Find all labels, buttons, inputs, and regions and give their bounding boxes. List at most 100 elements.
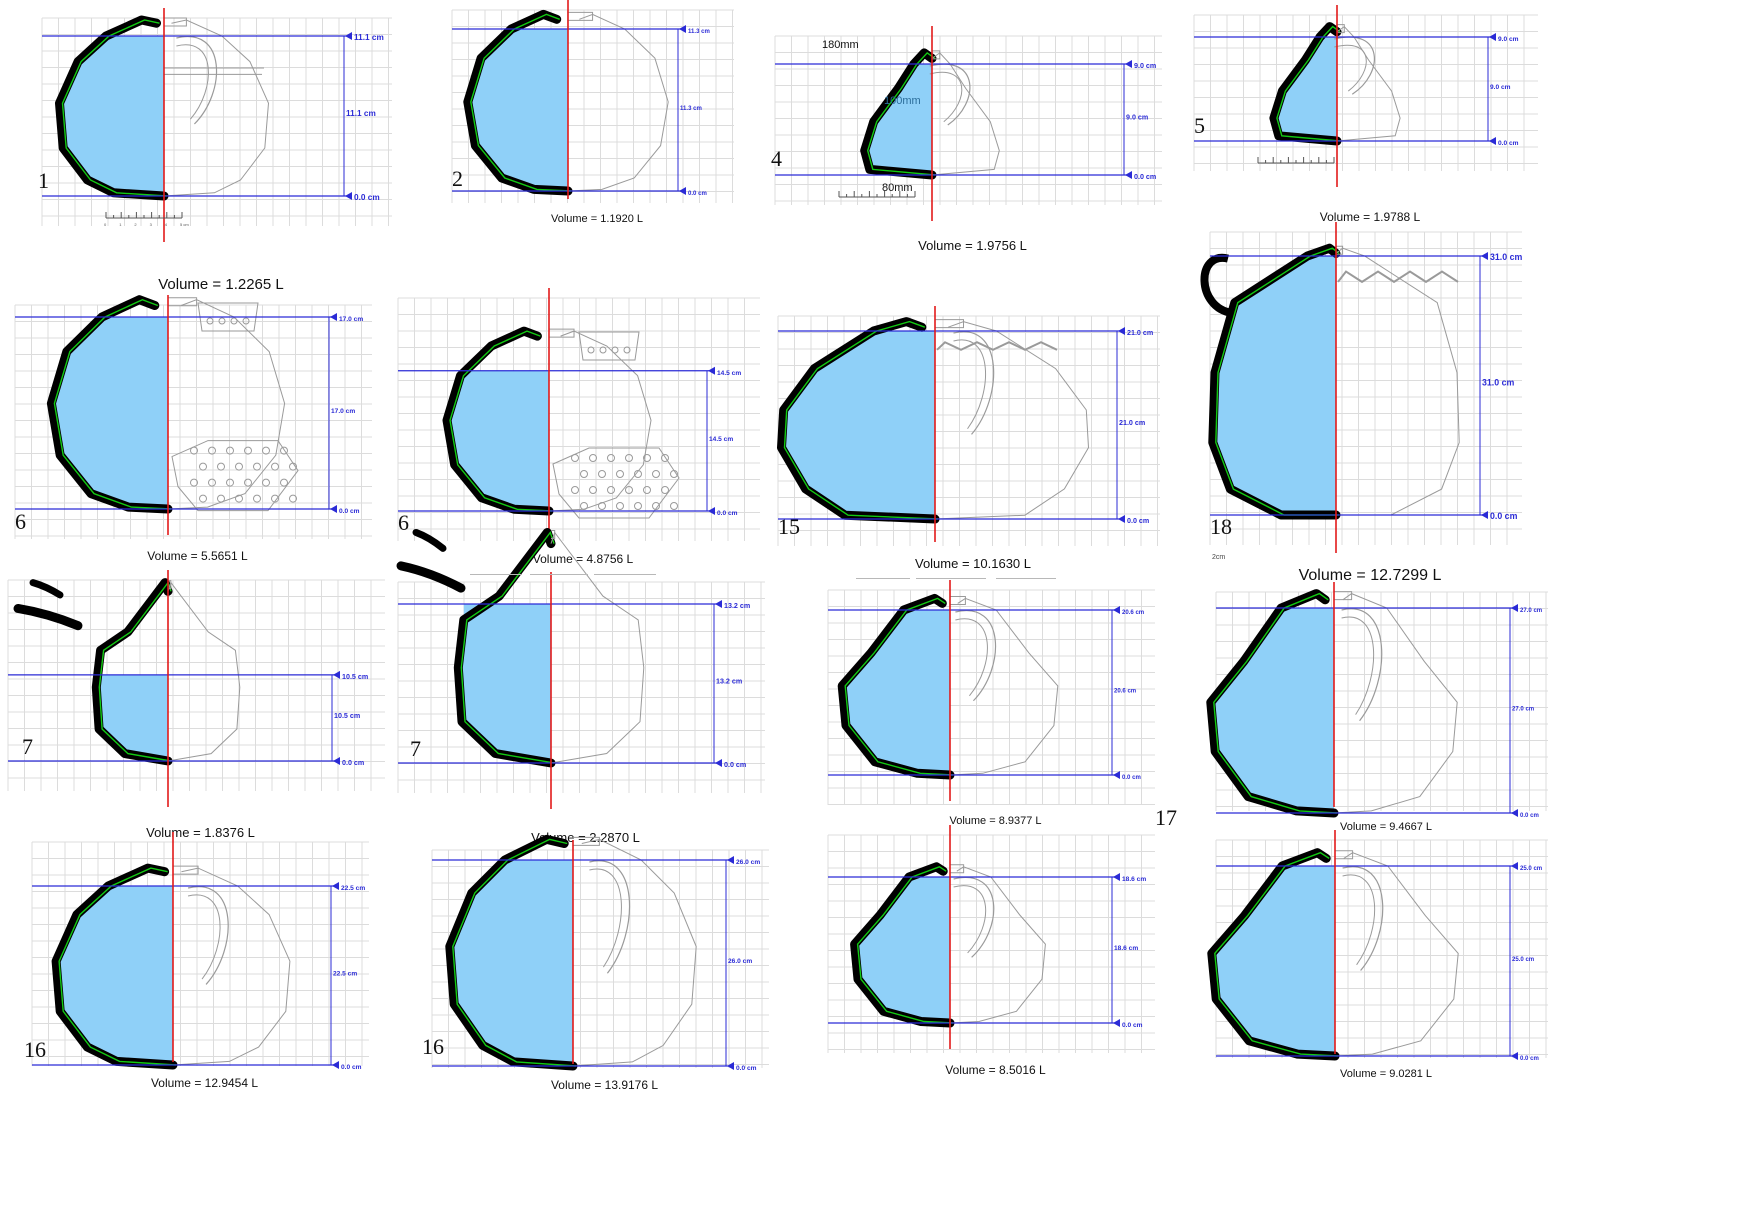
vessel-wall <box>46 295 173 514</box>
height-label-bottom: 0.0 cm <box>1498 140 1519 147</box>
height-label-top: 21.0 cm <box>1127 329 1153 337</box>
pierced-hole <box>226 446 234 455</box>
volume-caption: Volume = 4.8756 L <box>532 552 634 566</box>
handle-sketch-inner <box>955 618 988 697</box>
marker-bottom <box>679 187 686 195</box>
panel-number: 4 <box>771 146 782 171</box>
pierced-hole <box>271 462 279 471</box>
marker-bottom <box>1481 511 1488 519</box>
height-label-bottom: 0.0 cm <box>1520 813 1539 819</box>
vessel-outline-right <box>550 531 645 764</box>
vessel-wall <box>55 15 169 201</box>
grid <box>774 35 1162 205</box>
pierced-hole <box>226 478 234 487</box>
volume-fill <box>56 886 173 1065</box>
marker-top <box>330 313 337 321</box>
vessel-wall <box>1269 22 1342 146</box>
rim-sketch <box>935 319 965 329</box>
pierced-hole <box>244 446 252 455</box>
volume-caption: Volume = 8.5016 L <box>945 1063 1046 1077</box>
vessel-outline <box>449 330 553 512</box>
vessel-outline-right <box>172 867 291 1066</box>
marker-top <box>715 600 722 608</box>
vessel-wall <box>1206 589 1339 818</box>
pierced-hole <box>244 478 252 487</box>
panel-number: 6 <box>15 509 26 534</box>
pierced-hole <box>289 494 297 503</box>
vessel-wall <box>850 862 955 1028</box>
pierced-hole <box>634 502 642 510</box>
rim-sketch <box>168 297 198 307</box>
marker-top <box>332 882 339 890</box>
height-label-mid: 11.3 cm <box>680 106 702 112</box>
vessel-wall <box>777 317 940 524</box>
panel-number: 15 <box>778 514 800 539</box>
pierced-hole <box>289 462 297 471</box>
marker-top <box>1113 606 1120 614</box>
panel-number: 18 <box>1210 514 1232 539</box>
marker-top <box>345 32 352 40</box>
height-label-top: 14.5 cm <box>717 370 741 377</box>
rim-guide-line <box>470 574 522 575</box>
pierced-hole <box>652 502 660 510</box>
rim-guide-line <box>530 574 588 575</box>
handle-sketch-inner <box>1341 616 1375 715</box>
pierced-hole <box>217 462 225 471</box>
pierced-hole <box>190 446 198 455</box>
volume-fill <box>1212 256 1336 515</box>
scale-bar <box>838 191 916 198</box>
pierced-hole <box>598 502 606 510</box>
pierced-hole <box>589 486 597 494</box>
height-label-bottom: 0.0 cm <box>1134 173 1156 181</box>
handle-sketch <box>1342 866 1384 971</box>
handle-sketch <box>1341 608 1383 722</box>
scale-tick-label: 5 cm <box>180 222 189 227</box>
height-label-bottom: 0.0 cm <box>1127 517 1149 525</box>
spout-lip <box>412 528 447 552</box>
marker-top <box>1511 604 1518 612</box>
handle-sketch <box>955 609 997 702</box>
height-label-bottom: 0.0 cm <box>724 761 746 769</box>
pierced-hole <box>611 346 619 354</box>
pierced-hole <box>580 502 588 510</box>
rim-sketch <box>950 864 965 874</box>
height-label-bottom: 0.0 cm <box>1490 511 1518 521</box>
height-label-top: 10.5 cm <box>342 673 368 681</box>
pierced-hole <box>199 462 207 471</box>
vessel-wall <box>453 528 556 768</box>
dimension-annotation: 180mm <box>822 39 859 51</box>
height-label-top: 9.0 cm <box>1134 62 1156 70</box>
vessel-outline <box>1213 592 1338 814</box>
volume-caption: Volume = 12.7299 L <box>1298 567 1442 584</box>
height-label-mid: 10.5 cm <box>334 712 360 720</box>
rim-sketch <box>173 865 199 875</box>
rim-sketch <box>1337 24 1345 34</box>
height-label-bottom: 0.0 cm <box>342 759 364 767</box>
pierced-hole <box>208 446 216 455</box>
height-label-top: 13.2 cm <box>724 602 750 610</box>
marker-bottom <box>1489 137 1496 145</box>
rim-sketch <box>932 50 941 60</box>
vessel-outline-right <box>931 52 1000 176</box>
panel-number: 7 <box>410 736 421 761</box>
vessel-outline-right <box>572 838 697 1067</box>
marker-top <box>679 25 686 33</box>
pierced-hole <box>262 478 270 487</box>
vessel-wall <box>1208 243 1341 520</box>
spout-left <box>13 603 83 631</box>
spout-lip <box>29 579 64 599</box>
height-label-mid: 9.0 cm <box>1490 84 1511 91</box>
handle-sketch-inner <box>953 885 987 954</box>
scale-tick-label: 0 <box>104 222 107 227</box>
vessel-wall <box>860 48 937 180</box>
